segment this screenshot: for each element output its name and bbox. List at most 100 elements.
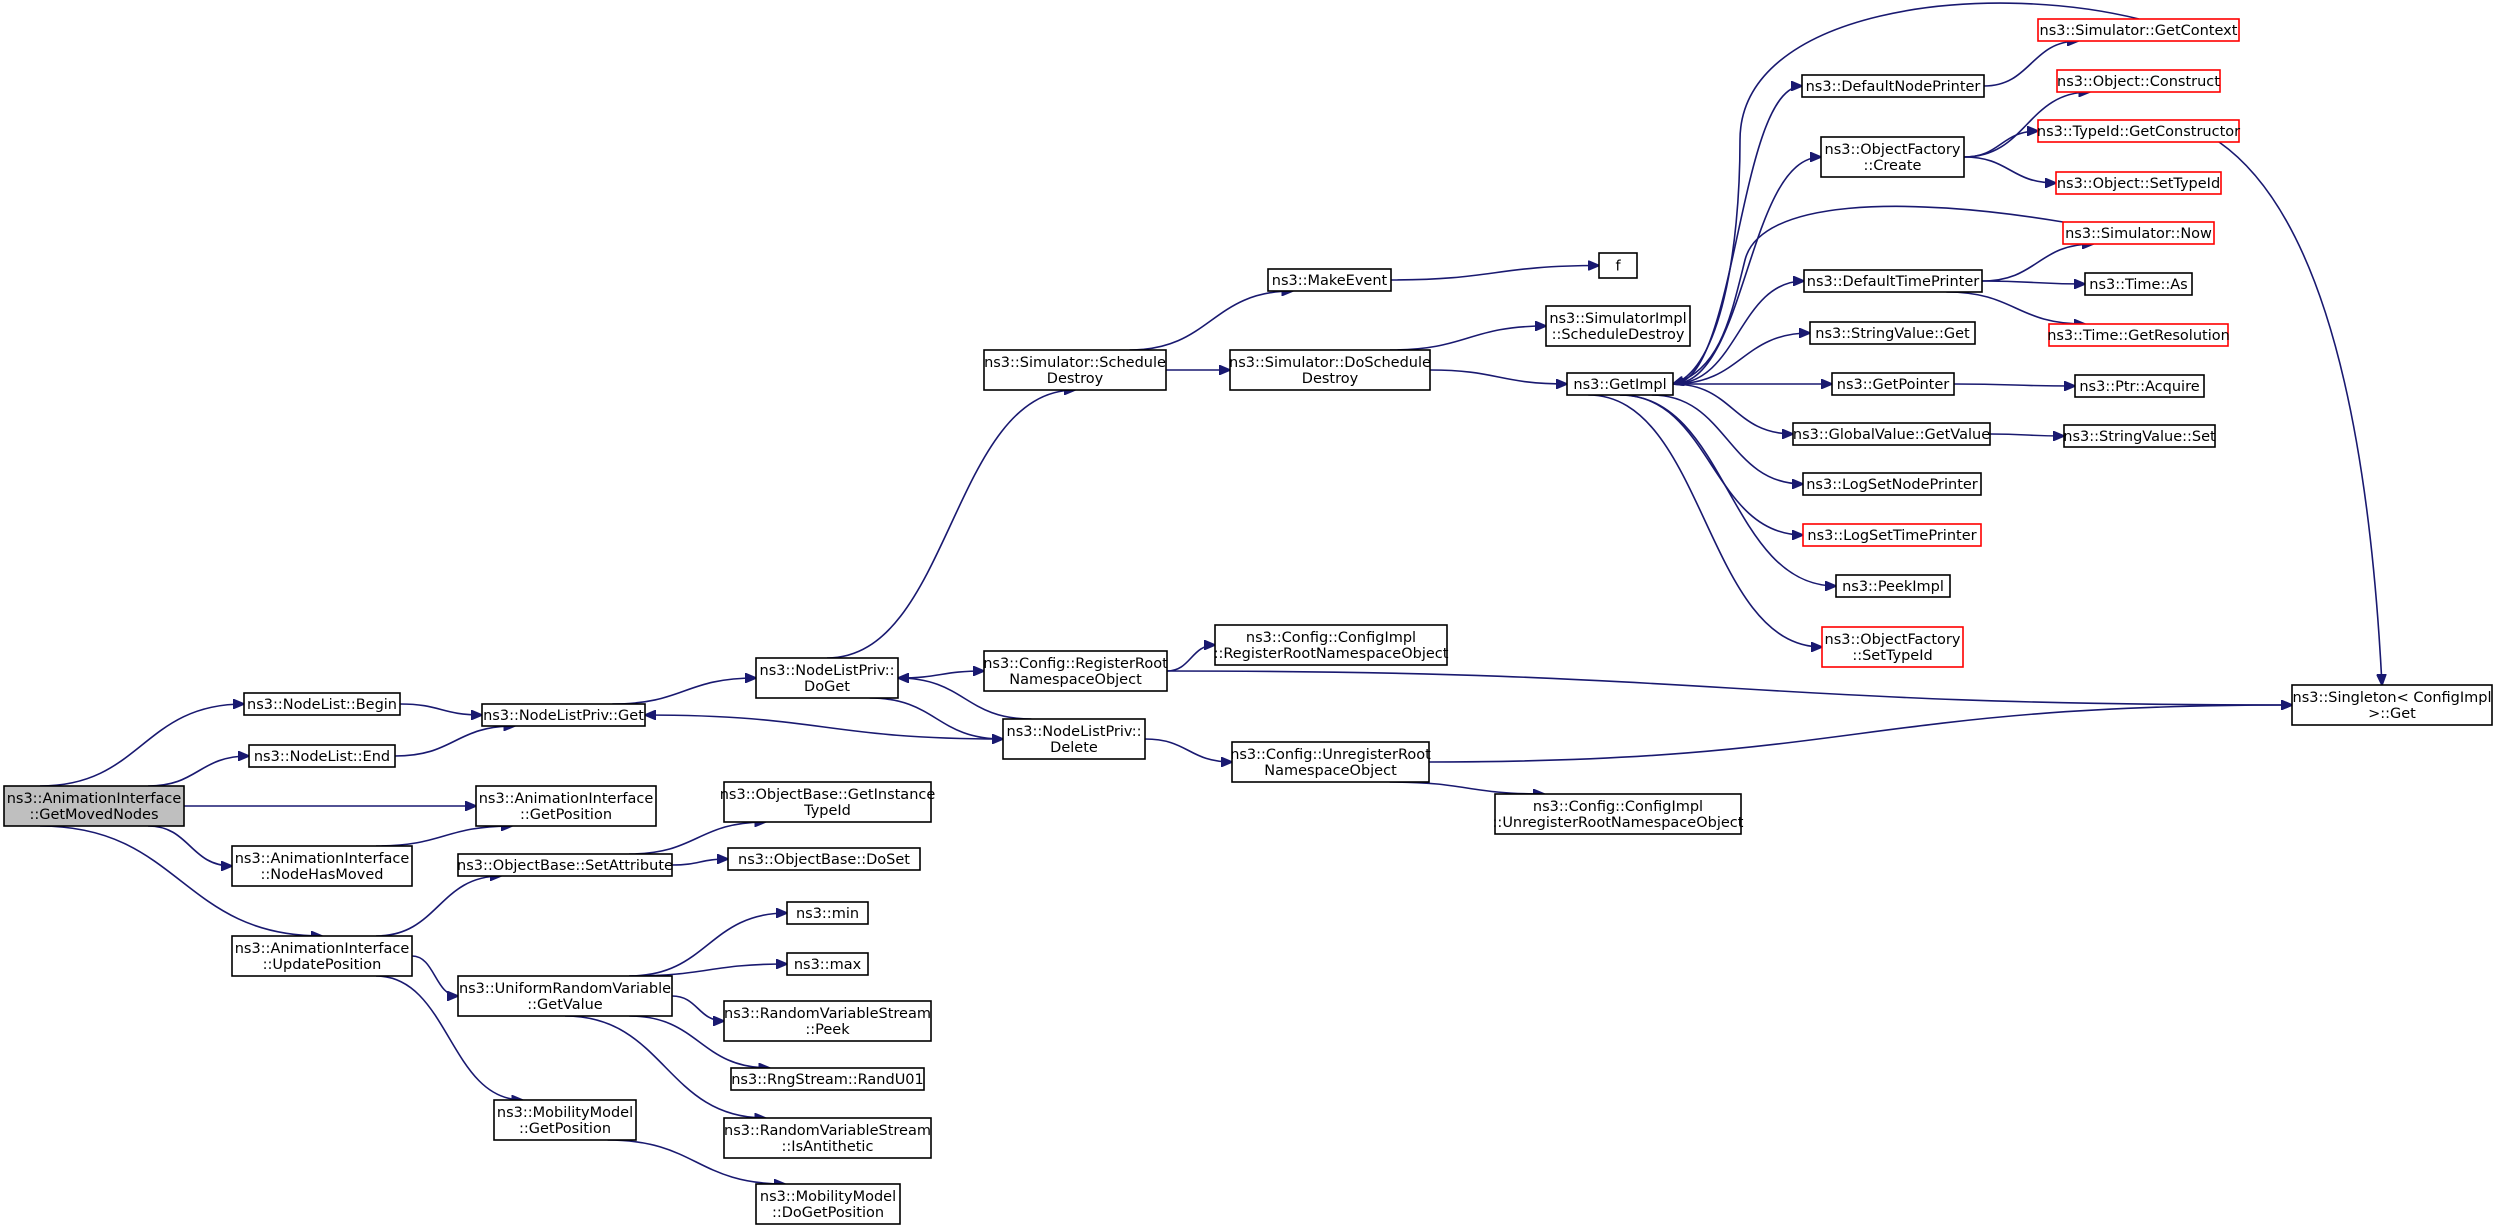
- node-box: [1835, 574, 1951, 598]
- node-anim-updateposition[interactable]: ns3::AnimationInterface::UpdatePosition: [231, 935, 413, 977]
- edge-nodelistpriv-get-to-nodelistpriv-doget: [612, 678, 756, 705]
- edge-nodelistpriv-doget-to-simulator-scheduledestroy: [826, 390, 1075, 659]
- node-label: ns3::Config::UnregisterRoot: [1230, 747, 1431, 763]
- node-label: ns3::max: [794, 957, 862, 973]
- node-stringvalue-set[interactable]: ns3::StringValue::Set: [2063, 424, 2216, 448]
- node-config-unregisterroot[interactable]: ns3::Config::UnregisterRootNamespaceObje…: [1230, 741, 1431, 783]
- node-logsetnodeprinter[interactable]: ns3::LogSetNodePrinter: [1802, 472, 1982, 496]
- node-box: [1566, 372, 1674, 396]
- node-ns3-min[interactable]: ns3::min: [786, 901, 869, 925]
- node-object-construct[interactable]: ns3::Object::Construct: [2056, 69, 2221, 93]
- node-makeevent[interactable]: ns3::MakeEvent: [1267, 268, 1392, 292]
- node-simulator-now[interactable]: ns3::Simulator::Now: [2062, 221, 2215, 245]
- node-box: [231, 845, 413, 887]
- node-anim-nodehasmoved[interactable]: ns3::AnimationInterface::NodeHasMoved: [231, 845, 413, 887]
- node-nodelistpriv-get[interactable]: ns3::NodeListPriv::Get: [481, 703, 646, 727]
- node-box: [1598, 252, 1638, 279]
- node-configimpl-unregister[interactable]: ns3::Config::ConfigImpl::UnregisterRootN…: [1493, 793, 1744, 835]
- node-label: ns3::GlobalValue::GetValue: [1793, 427, 1990, 443]
- edge-getimpl-to-logsetnodeprinter: [1651, 394, 1803, 484]
- node-label: ns3::Simulator::GetContext: [2040, 23, 2238, 39]
- node-label: ::UpdatePosition: [263, 957, 382, 973]
- node-label: ::GetMovedNodes: [29, 807, 158, 823]
- node-objectfactory-create[interactable]: ns3::ObjectFactory::Create: [1820, 136, 1965, 178]
- edge-config-registerroot-to-configimpl-register: [1166, 645, 1215, 672]
- node-ns3-max[interactable]: ns3::max: [786, 952, 869, 976]
- node-nodelist-end[interactable]: ns3::NodeList::End: [248, 744, 396, 768]
- node-defaulttimeprinter[interactable]: ns3::DefaultTimePrinter: [1803, 269, 1983, 293]
- node-label: ns3::AnimationInterface: [7, 791, 182, 807]
- edge-getimpl-to-logsettimeprinter: [1619, 394, 1803, 535]
- node-singleton-get[interactable]: ns3::Singleton< ConfigImpl >::Get: [2291, 684, 2493, 726]
- edge-nodelistpriv-delete-to-nodelistpriv-doget: [898, 678, 1032, 720]
- node-box: [457, 853, 673, 877]
- node-rngstream-randu01[interactable]: ns3::RngStream::RandU01: [730, 1067, 925, 1091]
- node-box: [1803, 269, 1983, 293]
- edge-getimpl-to-stringvalue-get: [1672, 333, 1810, 385]
- node-object-settypeid[interactable]: ns3::Object::SetTypeId: [2055, 171, 2222, 195]
- node-typeid-getconstructor[interactable]: ns3::TypeId::GetConstructor: [2037, 119, 2240, 143]
- node-simulatorimpl-scheduledestroy[interactable]: ns3::SimulatorImpl::ScheduleDestroy: [1545, 305, 1691, 347]
- node-simulator-scheduledestroy[interactable]: ns3::Simulator::ScheduleDestroy: [983, 349, 1167, 391]
- node-label: ns3::RandomVariableStream: [724, 1123, 931, 1139]
- edge-mobility-getposition-to-mobility-dogetposition: [607, 1139, 785, 1184]
- node-rvs-isantithetic[interactable]: ns3::RandomVariableStream::IsAntithetic: [723, 1117, 932, 1159]
- node-nodelist-begin[interactable]: ns3::NodeList::Begin: [243, 692, 401, 716]
- node-rvs-peek[interactable]: ns3::RandomVariableStream::Peek: [723, 1000, 932, 1042]
- node-box: [2062, 221, 2215, 245]
- edge-simulator-getcontext-to-getimpl: [1673, 2, 2140, 384]
- node-stringvalue-get[interactable]: ns3::StringValue::Get: [1809, 321, 1976, 345]
- edge-uniform-getvalue-to-ns3-min: [629, 913, 787, 977]
- node-getpointer[interactable]: ns3::GetPointer: [1831, 372, 1955, 396]
- edge-nodelist-end-to-nodelistpriv-get: [394, 726, 515, 757]
- node-anim-getposition[interactable]: ns3::AnimationInterface::GetPosition: [475, 785, 657, 827]
- node-nodelistpriv-doget[interactable]: ns3::NodeListPriv::DoGet: [755, 657, 899, 699]
- edges-layer: [39, 2, 2382, 1184]
- node-nodelistpriv-delete[interactable]: ns3::NodeListPriv::Delete: [1002, 718, 1146, 760]
- node-f[interactable]: f: [1598, 252, 1638, 279]
- node-getimpl[interactable]: ns3::GetImpl: [1566, 372, 1674, 396]
- node-objectbase-setattribute[interactable]: ns3::ObjectBase::SetAttribute: [457, 853, 673, 877]
- node-mobility-dogetposition[interactable]: ns3::MobilityModel::DoGetPosition: [755, 1183, 901, 1225]
- edge-objectfactory-create-to-typeid-getconstructor: [1963, 131, 2038, 158]
- node-label: ns3::SimulatorImpl: [1549, 311, 1686, 327]
- node-box: [231, 935, 413, 977]
- node-ptr-acquire[interactable]: ns3::Ptr::Acquire: [2074, 374, 2205, 398]
- node-anim-getmovednodes[interactable]: ns3::AnimationInterface::GetMovedNodes: [3, 785, 185, 827]
- node-globalvalue-getvalue[interactable]: ns3::GlobalValue::GetValue: [1792, 422, 1991, 446]
- node-configimpl-register[interactable]: ns3::Config::ConfigImpl::RegisterRootNam…: [1214, 624, 1449, 666]
- node-box: [1820, 136, 1965, 178]
- edge-getimpl-to-defaultnodeprinter: [1672, 86, 1802, 385]
- edge-anim-getmovednodes-to-nodelist-end: [147, 756, 249, 787]
- node-label: ns3::NodeListPriv::: [760, 663, 895, 679]
- node-label: ::DoGetPosition: [772, 1205, 884, 1221]
- node-peekimpl[interactable]: ns3::PeekImpl: [1835, 574, 1951, 598]
- node-mobility-getposition[interactable]: ns3::MobilityModel::GetPosition: [493, 1099, 637, 1141]
- node-simulator-getcontext[interactable]: ns3::Simulator::GetContext: [2037, 18, 2240, 42]
- node-label: ns3::MobilityModel: [497, 1105, 633, 1121]
- node-logsettimeprinter[interactable]: ns3::LogSetTimePrinter: [1802, 523, 1982, 547]
- edge-anim-updateposition-to-uniform-getvalue: [411, 955, 458, 996]
- node-label: ns3::ObjectBase::GetInstance: [720, 787, 936, 803]
- node-label: Destroy: [1302, 371, 1359, 387]
- node-time-as[interactable]: ns3::Time::As: [2084, 272, 2193, 296]
- node-label: ns3::Config::ConfigImpl: [1533, 799, 1703, 815]
- node-time-getresolution[interactable]: ns3::Time::GetResolution: [2047, 323, 2230, 347]
- node-label: ns3::NodeList::Begin: [247, 697, 397, 713]
- node-box: [1809, 321, 1976, 345]
- edge-nodelistpriv-delete-to-nodelistpriv-get: [645, 715, 1004, 740]
- node-defaultnodeprinter[interactable]: ns3::DefaultNodePrinter: [1801, 74, 1985, 98]
- node-objectbase-doset[interactable]: ns3::ObjectBase::DoSet: [727, 847, 921, 871]
- edge-simulator-doscheduledestroy-to-simulatorimpl-scheduledestroy: [1389, 326, 1546, 351]
- node-uniform-getvalue[interactable]: ns3::UniformRandomVariable::GetValue: [457, 975, 673, 1017]
- edge-nodelist-begin-to-nodelistpriv-get: [399, 703, 482, 715]
- node-objectfactory-settypeid[interactable]: ns3::ObjectFactory::SetTypeId: [1821, 626, 1964, 668]
- node-label: ns3::Object::Construct: [2057, 74, 2220, 90]
- node-label: ns3::NodeList::End: [254, 749, 390, 765]
- node-box: [457, 975, 673, 1017]
- node-label: ns3::Singleton< ConfigImpl: [2293, 690, 2492, 706]
- edge-uniform-getvalue-to-rvs-isantithetic: [564, 1015, 765, 1118]
- node-config-registerroot[interactable]: ns3::Config::RegisterRootNamespaceObject: [983, 650, 1168, 692]
